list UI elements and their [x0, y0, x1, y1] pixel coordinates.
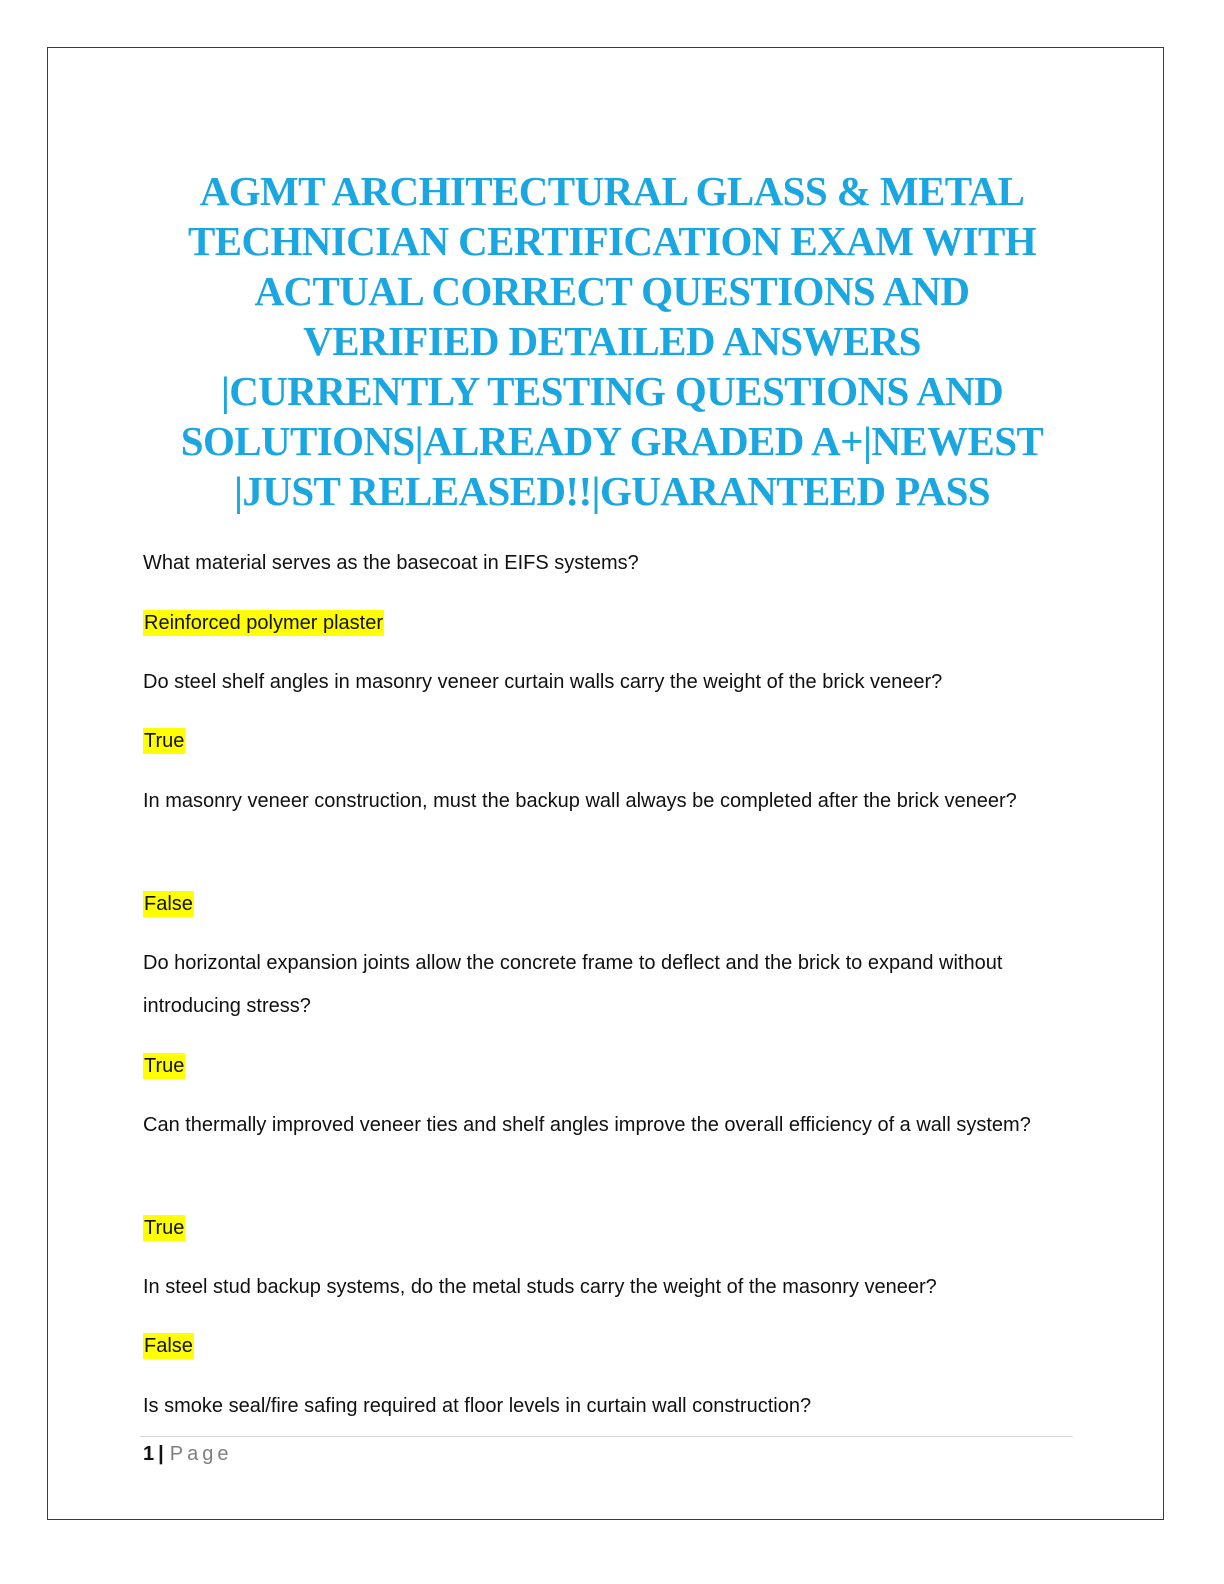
page-border — [47, 47, 1164, 1520]
answer-4-wrapper: True — [143, 1045, 1043, 1088]
title-line-4: VERIFIED DETAILED ANSWERS — [303, 318, 921, 364]
page-number: 1 — [143, 1443, 155, 1465]
footer-separator: | — [158, 1443, 164, 1465]
answer-3-wrapper: False — [143, 883, 1043, 926]
title-line-5: |CURRENTLY TESTING QUESTIONS AND — [220, 368, 1004, 414]
answer-6: False — [143, 1333, 194, 1359]
answer-4: True — [143, 1053, 186, 1079]
question-7: Is smoke seal/fire safing required at fl… — [143, 1395, 812, 1417]
question-4: Do horizontal expansion joints allow the… — [143, 952, 1003, 1017]
answer-3: False — [143, 891, 194, 917]
answer-2-wrapper: True — [143, 720, 1043, 763]
question-1: What material serves as the basecoat in … — [143, 552, 639, 574]
page-footer: 1|Page — [143, 1441, 232, 1467]
title-line-3: ACTUAL CORRECT QUESTIONS AND — [254, 268, 971, 314]
title-line-2: TECHNICIAN CERTIFICATION EXAM WITH — [187, 218, 1037, 264]
page-label: Page — [169, 1443, 233, 1465]
question-3: In masonry veneer construction, must the… — [143, 790, 1017, 812]
answer-5-wrapper: True — [143, 1207, 1043, 1250]
question-6: In steel stud backup systems, do the met… — [143, 1276, 937, 1298]
title-line-7: |JUST RELEASED!!|GUARANTEED PASS — [234, 468, 991, 514]
question-2: Do steel shelf angles in masonry veneer … — [143, 671, 943, 693]
answer-5: True — [143, 1215, 186, 1241]
answer-6-wrapper: False — [143, 1325, 1043, 1368]
question-5: Can thermally improved veneer ties and s… — [143, 1114, 1031, 1136]
document-title: AGMT ARCHITECTURAL GLASS & METAL TECHNIC… — [120, 166, 1104, 516]
answer-1: Reinforced polymer plaster — [143, 610, 384, 636]
title-line-1: AGMT ARCHITECTURAL GLASS & METAL — [199, 168, 1025, 214]
footer-divider — [140, 1436, 1073, 1437]
answer-2: True — [143, 728, 186, 754]
answer-1-wrapper: Reinforced polymer plaster — [143, 602, 1043, 645]
title-line-6: SOLUTIONS|ALREADY GRADED A+|NEWEST — [180, 418, 1044, 464]
